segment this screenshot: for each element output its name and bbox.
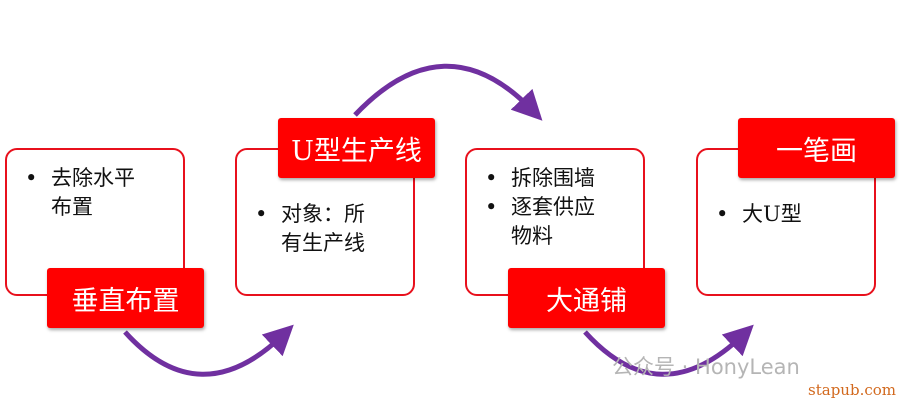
bullet: 逐套供应物料 bbox=[485, 193, 615, 251]
watermark: 公众号 · HonyLean bbox=[612, 355, 800, 379]
step-4-title: 一笔画 bbox=[738, 118, 895, 178]
bullet: 去除水平布置 bbox=[25, 164, 145, 222]
bullet: 对象：所有生产线 bbox=[255, 200, 380, 258]
site-watermark: stapub.com bbox=[808, 381, 896, 399]
step-1-title: 垂直布置 bbox=[47, 268, 204, 328]
arrow-1 bbox=[123, 324, 294, 377]
bullet: 大U型 bbox=[716, 200, 802, 229]
bullet: 拆除围墙 bbox=[485, 164, 615, 193]
step-3-title: 大通铺 bbox=[508, 268, 665, 328]
step-1-box: 去除水平布置 bbox=[5, 148, 185, 296]
step-2-title: U型生产线 bbox=[278, 118, 435, 178]
arrow-2 bbox=[353, 63, 543, 121]
arrow-3 bbox=[583, 324, 754, 377]
